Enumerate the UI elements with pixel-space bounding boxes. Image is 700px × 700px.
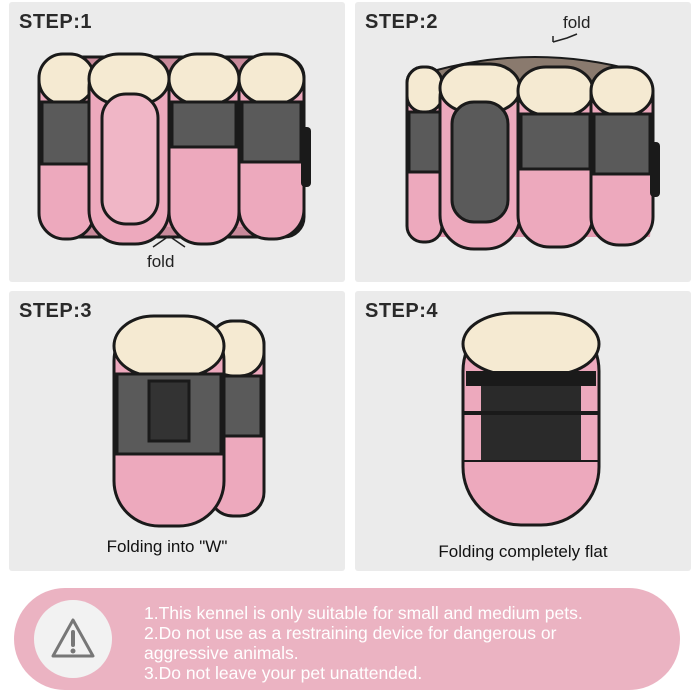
step-label: STEP:2 xyxy=(365,11,439,33)
fold-label: fold xyxy=(147,252,175,271)
warning-notice: 1.This kennel is only suitable for small… xyxy=(14,588,680,690)
step-caption: Folding completely flat xyxy=(438,542,608,561)
step-4-panel: STEP:4 Folding completely flat xyxy=(355,291,691,571)
playpen-flat-image xyxy=(461,311,601,527)
step-label: STEP:1 xyxy=(19,11,93,33)
fold-label: fold xyxy=(563,13,591,32)
notice-line: 2.Do not use as a restraining device for… xyxy=(144,623,557,643)
notice-line: 1.This kennel is only suitable for small… xyxy=(144,603,583,623)
notice-text: 1.This kennel is only suitable for small… xyxy=(144,603,664,683)
playpen-folding-image xyxy=(405,33,660,251)
playpen-open-image xyxy=(37,52,311,248)
step-3-panel: STEP:3 Folding into "W" xyxy=(9,291,345,571)
step-2-panel: STEP:2 fold xyxy=(355,2,691,282)
warning-triangle-icon xyxy=(51,618,95,658)
step-caption: Folding into "W" xyxy=(106,537,228,556)
notice-line: 3.Do not leave your pet unattended. xyxy=(144,663,423,683)
step-label: STEP:3 xyxy=(19,300,93,322)
step-1-panel: STEP:1 fold xyxy=(9,2,345,282)
notice-line: aggressive animals. xyxy=(144,643,299,663)
warning-icon-badge xyxy=(34,600,112,678)
step-label: STEP:4 xyxy=(365,300,439,322)
playpen-w-fold-image xyxy=(112,314,266,528)
